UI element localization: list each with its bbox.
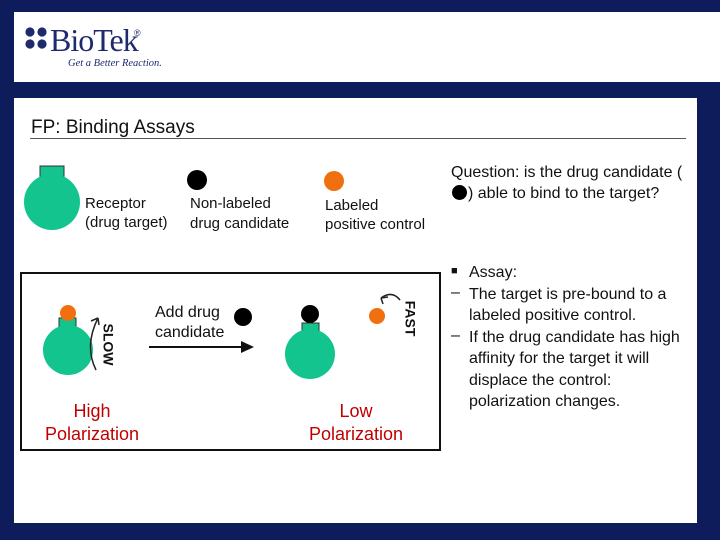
brand-tagline: Get a Better Reaction. — [68, 58, 162, 69]
question-text: Question: is the drug candidate ( ) able … — [451, 162, 691, 204]
low-polarization-label-2: Polarization — [308, 424, 404, 444]
drug-candidate-icon — [187, 170, 207, 190]
biotek-logo-icon — [25, 27, 47, 49]
labeled-label-1: Labeled — [325, 197, 379, 214]
title-divider — [30, 138, 686, 139]
high-polarization-label-1: High — [73, 401, 111, 421]
assay-dash-2: – — [451, 327, 460, 344]
add-drug-arrow — [149, 341, 254, 353]
nonlabeled-label-2: drug candidate — [190, 215, 290, 232]
header-bar — [14, 12, 720, 82]
assay-dash-1: – — [451, 284, 460, 301]
slide-title: FP: Binding Assays — [31, 117, 195, 138]
question-part-1: Question: is the drug candidate ( — [451, 164, 683, 181]
assay-item-2: If the drug candidate has high affinity … — [469, 328, 680, 411]
low-polarization-label-1: Low — [339, 401, 373, 421]
add-drug-label-1: Add drug — [155, 304, 220, 321]
question-part-2: ) able to bind to the target? — [468, 185, 660, 202]
assay-item-1: The target is pre-bound to a labeled pos… — [469, 285, 667, 325]
add-drug-label-2: candidate — [155, 324, 225, 341]
brand-name: BioTek — [50, 22, 139, 58]
receptor-label-2: (drug target) — [85, 214, 168, 231]
fast-label: FAST — [402, 300, 419, 337]
assay-bullet-icon: ■ — [451, 265, 458, 277]
registered-mark: ® — [134, 28, 141, 38]
nonlabeled-label-1: Non-labeled — [190, 195, 271, 212]
receptor-label-1: Receptor — [85, 195, 146, 212]
labeled-label-2: positive control — [325, 216, 426, 233]
assay-heading: Assay: — [469, 264, 518, 281]
assay-list: Assay: The target is pre-bound to a labe… — [449, 262, 689, 413]
question-drug-icon — [452, 185, 467, 200]
fast-rotation-arrow — [380, 293, 401, 301]
diagram-drug-icon — [234, 308, 252, 326]
free-control-icon — [369, 308, 385, 324]
receptor-icon — [24, 165, 80, 230]
high-polarization-complex — [43, 305, 93, 375]
slow-rotation-arrow — [89, 317, 99, 371]
high-polarization-label-2: Polarization — [44, 424, 140, 444]
slow-label: SLOW — [100, 323, 117, 366]
positive-control-icon — [324, 171, 344, 191]
low-polarization-complex — [285, 305, 335, 379]
